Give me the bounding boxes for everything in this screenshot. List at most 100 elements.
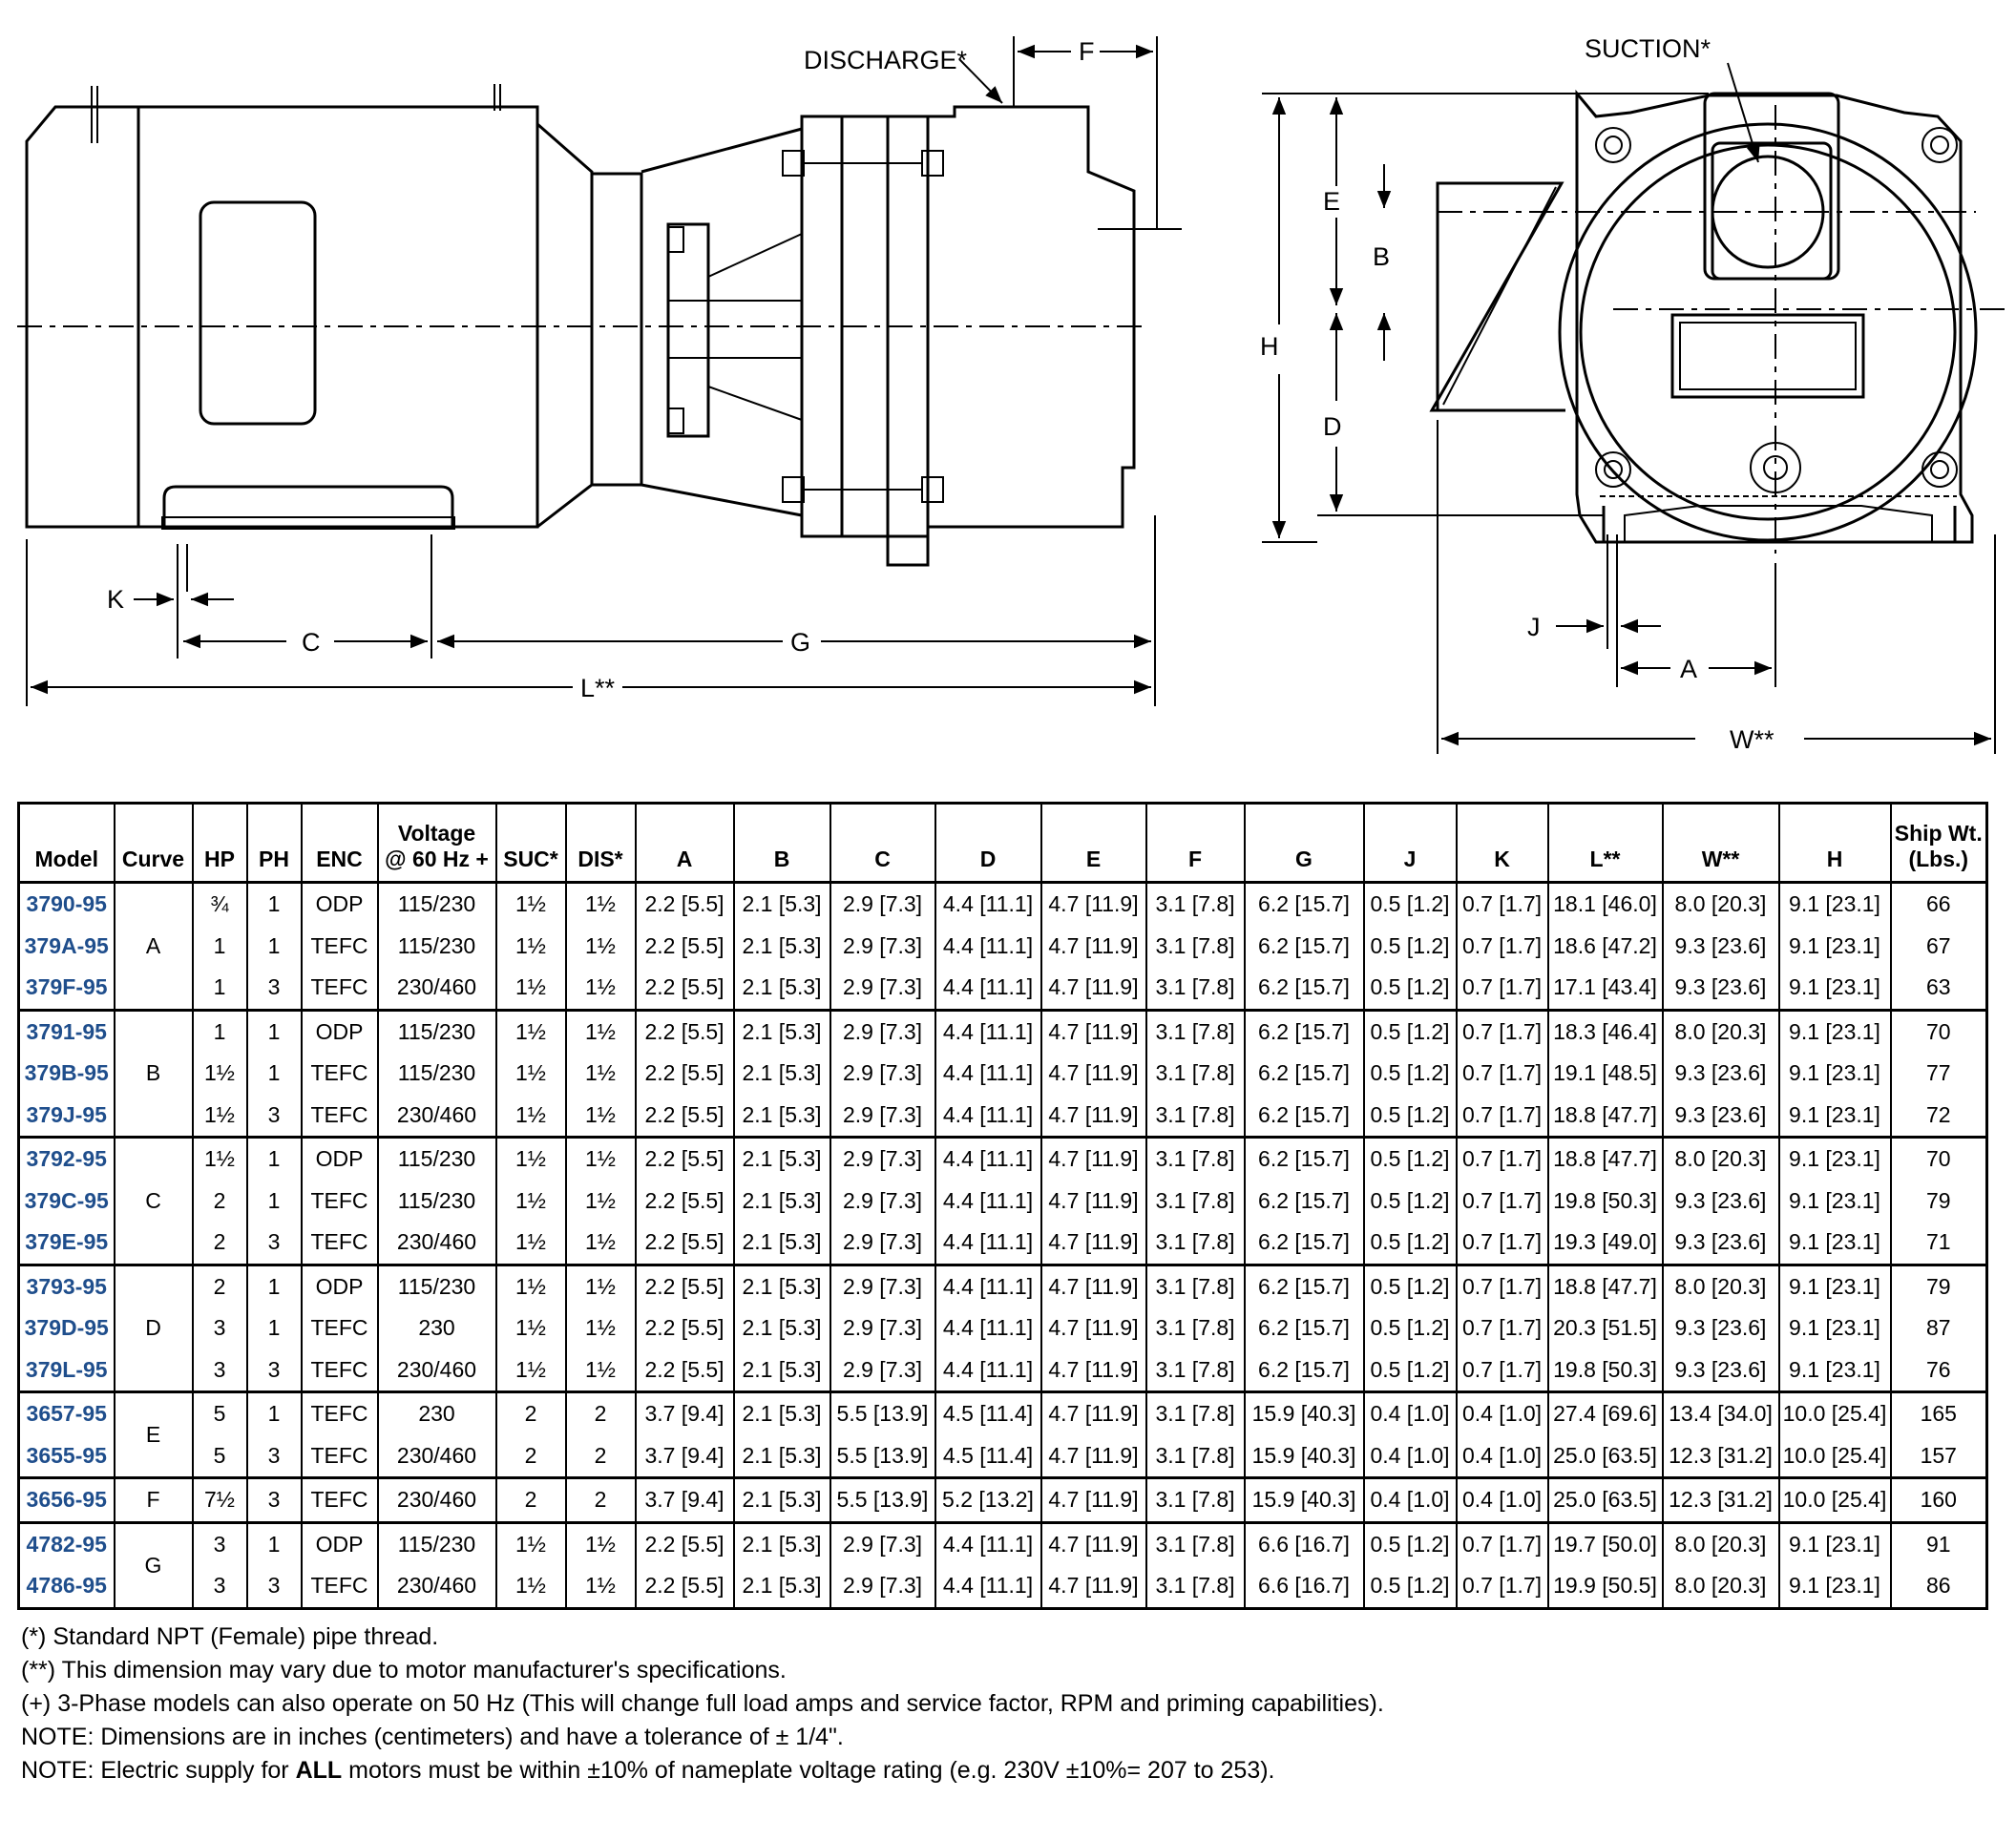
table-cell: 3.1 [7.8] xyxy=(1144,881,1246,926)
col-header: J xyxy=(1362,802,1458,884)
dim-label-F: F xyxy=(1079,37,1095,66)
table-cell: 2.1 [5.3] xyxy=(732,1565,831,1608)
table-cell: 1½ xyxy=(564,1565,637,1608)
curve-cell: B xyxy=(113,1008,194,1138)
table-cell: 0.5 [1.2] xyxy=(1362,1222,1458,1265)
table-cell: 0.5 [1.2] xyxy=(1362,1565,1458,1608)
table-cell: 9.3 [23.6] xyxy=(1661,1307,1780,1349)
table-cell: 1 xyxy=(245,1180,303,1222)
table-cell: 1 xyxy=(191,967,248,1010)
table-cell: 27.4 [69.6] xyxy=(1546,1390,1664,1435)
table-cell: 4.4 [11.1] xyxy=(934,1008,1042,1053)
table-cell: 1½ xyxy=(494,925,567,967)
table-cell: 4.7 [11.9] xyxy=(1040,1349,1147,1392)
side-view-drawing: K C G L** F DISCHARGE* xyxy=(17,36,1182,706)
table-cell: 3 xyxy=(245,967,303,1010)
curve-cell: E xyxy=(113,1390,194,1478)
table-cell: 2.2 [5.5] xyxy=(634,1008,735,1053)
table-cell: 2.1 [5.3] xyxy=(732,1520,831,1565)
table-cell: 1½ xyxy=(564,967,637,1010)
table-cell: 18.3 [46.4] xyxy=(1546,1008,1664,1053)
table-cell: ODP xyxy=(300,1008,379,1053)
table-cell: 25.0 [63.5] xyxy=(1546,1434,1664,1478)
table-cell: 4.4 [11.1] xyxy=(934,925,1042,967)
table-cell: 1½ xyxy=(191,1094,248,1138)
table-cell: 63 xyxy=(1889,967,1988,1010)
curve-cell: G xyxy=(113,1520,194,1608)
table-cell: 4.4 [11.1] xyxy=(934,1180,1042,1222)
table-cell: 0.7 [1.7] xyxy=(1455,1307,1549,1349)
dim-label-B: B xyxy=(1373,242,1390,271)
table-cell: 0.7 [1.7] xyxy=(1455,1180,1549,1222)
table-cell: 4.7 [11.9] xyxy=(1040,1222,1147,1265)
col-header: HP xyxy=(191,802,248,884)
table-cell: 2.1 [5.3] xyxy=(732,1136,831,1181)
table-cell: 4.4 [11.1] xyxy=(934,1222,1042,1265)
table-cell: 1½ xyxy=(494,1222,567,1265)
table-cell: TEFC xyxy=(300,1434,379,1478)
table-cell: 79 xyxy=(1889,1180,1988,1222)
table-cell: TEFC xyxy=(300,967,379,1010)
table-cell: 4.4 [11.1] xyxy=(934,1263,1042,1307)
table-cell: 115/230 xyxy=(376,1136,497,1181)
table-cell: 4.7 [11.9] xyxy=(1040,1094,1147,1138)
table-cell: 5.5 [13.9] xyxy=(829,1434,936,1478)
table-cell: 3.1 [7.8] xyxy=(1144,1349,1246,1392)
table-cell: 2.9 [7.3] xyxy=(829,1520,936,1565)
table-cell: 18.8 [47.7] xyxy=(1546,1136,1664,1181)
table-cell: 1½ xyxy=(494,1565,567,1608)
table-cell: 2.9 [7.3] xyxy=(829,1136,936,1181)
table-cell: 1½ xyxy=(494,1008,567,1053)
table-cell: 230/460 xyxy=(376,1222,497,1265)
dim-label-L: L** xyxy=(580,674,616,702)
table-cell: 3.1 [7.8] xyxy=(1144,967,1246,1010)
table-cell: 0.7 [1.7] xyxy=(1455,1263,1549,1307)
model-cell: 3792-95 xyxy=(17,1136,116,1181)
table-cell: 17.1 [43.4] xyxy=(1546,967,1664,1010)
table-cell: 230/460 xyxy=(376,967,497,1010)
table-cell: 5.2 [13.2] xyxy=(934,1476,1042,1522)
col-header: SUC* xyxy=(494,802,567,884)
table-cell: 25.0 [63.5] xyxy=(1546,1476,1664,1522)
table-cell: 87 xyxy=(1889,1307,1988,1349)
table-cell: 3.7 [9.4] xyxy=(634,1390,735,1435)
col-header: D xyxy=(934,802,1042,884)
table-cell: TEFC xyxy=(300,1476,379,1522)
table-cell: 4.4 [11.1] xyxy=(934,967,1042,1010)
table-cell: 0.4 [1.0] xyxy=(1455,1390,1549,1435)
discharge-label: DISCHARGE* xyxy=(804,46,968,74)
dim-label-H: H xyxy=(1260,332,1279,361)
table-cell: ODP xyxy=(300,1136,379,1181)
table-cell: 2 xyxy=(191,1222,248,1265)
table-cell: 8.0 [20.3] xyxy=(1661,1565,1780,1608)
table-cell: 0.7 [1.7] xyxy=(1455,925,1549,967)
model-cell: 379L-95 xyxy=(17,1349,116,1392)
table-cell: 2.9 [7.3] xyxy=(829,1053,936,1095)
table-cell: 9.1 [23.1] xyxy=(1777,1053,1892,1095)
table-cell: 12.3 [31.2] xyxy=(1661,1434,1780,1478)
table-cell: 230/460 xyxy=(376,1094,497,1138)
table-cell: 9.1 [23.1] xyxy=(1777,1136,1892,1181)
table-cell: TEFC xyxy=(300,1180,379,1222)
note-tolerance: NOTE: Dimensions are in inches (centimet… xyxy=(21,1724,844,1750)
table-cell: 1 xyxy=(191,1008,248,1053)
table-cell: 15.9 [40.3] xyxy=(1243,1434,1365,1478)
table-cell: 2.1 [5.3] xyxy=(732,1180,831,1222)
table-cell: 19.8 [50.3] xyxy=(1546,1180,1664,1222)
table-cell: 9.1 [23.1] xyxy=(1777,1520,1892,1565)
table-cell: 3.1 [7.8] xyxy=(1144,1180,1246,1222)
table-cell: 2 xyxy=(191,1263,248,1307)
table-cell: 0.5 [1.2] xyxy=(1362,1053,1458,1095)
table-cell: 15.9 [40.3] xyxy=(1243,1390,1365,1435)
table-cell: 1½ xyxy=(564,1180,637,1222)
footnote-50hz: (+) 3-Phase models can also operate on 5… xyxy=(21,1690,1384,1717)
table-cell: 9.1 [23.1] xyxy=(1777,1565,1892,1608)
col-header: B xyxy=(732,802,831,884)
table-cell: 4.4 [11.1] xyxy=(934,1136,1042,1181)
table-cell: 10.0 [25.4] xyxy=(1777,1434,1892,1478)
table-cell: 3 xyxy=(245,1434,303,1478)
